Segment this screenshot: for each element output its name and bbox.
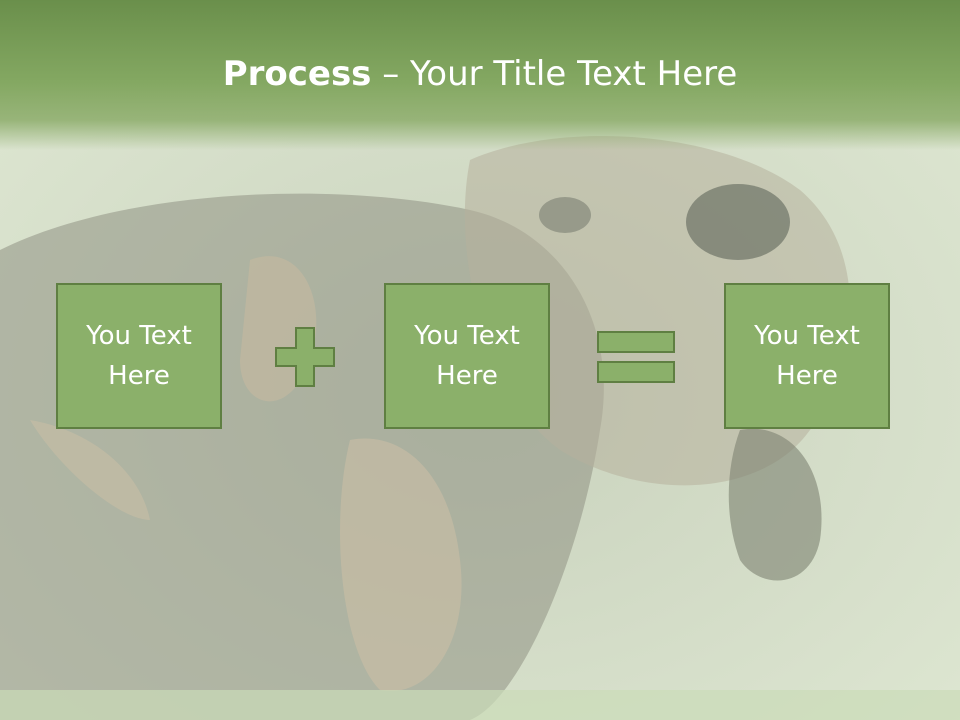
- text-box-1-line-1: You Text: [86, 321, 192, 351]
- plus-icon: [275, 327, 335, 387]
- text-box-2[interactable]: You Text Here: [384, 283, 550, 429]
- text-box-1-line-2: Here: [108, 361, 170, 391]
- text-box-1[interactable]: You Text Here: [56, 283, 222, 429]
- equals-icon: [597, 331, 675, 383]
- text-box-2-line-1: You Text: [414, 321, 520, 351]
- text-box-3-label: You Text Here: [754, 316, 860, 396]
- slide-title: Process – Your Title Text Here: [0, 52, 960, 96]
- text-box-3-line-2: Here: [776, 361, 838, 391]
- text-box-2-label: You Text Here: [414, 316, 520, 396]
- text-box-3[interactable]: You Text Here: [724, 283, 890, 429]
- title-bold: Process: [222, 54, 372, 94]
- title-band: [0, 0, 960, 150]
- text-box-1-label: You Text Here: [86, 316, 192, 396]
- text-box-3-line-1: You Text: [754, 321, 860, 351]
- title-rest: – Your Title Text Here: [371, 54, 738, 94]
- text-box-2-line-2: Here: [436, 361, 498, 391]
